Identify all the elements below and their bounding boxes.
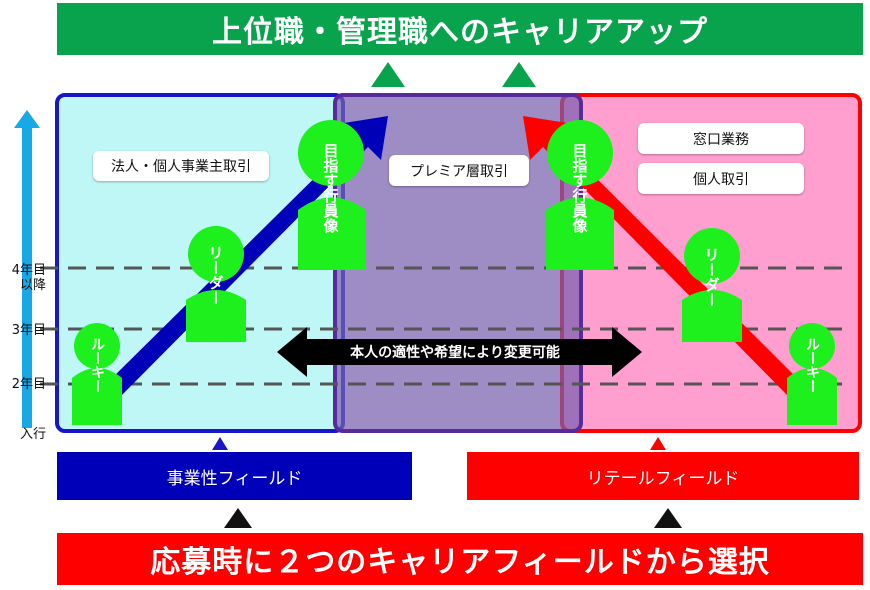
- target-label-left: 目指す行員像: [321, 143, 340, 233]
- rookie-figure-left: [72, 323, 122, 425]
- year3-label: 3年目: [11, 323, 46, 338]
- premier-transactions-label: プレミア層取引: [389, 155, 529, 186]
- leader-label-right: リーダー: [702, 247, 721, 307]
- up-triangle-right: [502, 62, 536, 87]
- retail-field-box: リテールフィールド: [467, 452, 859, 500]
- change-double-arrow: [277, 327, 642, 377]
- business-field-box: 事業性フィールド: [57, 452, 412, 500]
- up-triangle-left: [371, 62, 405, 87]
- change-arrow-label: 本人の適性や希望により変更可能: [350, 345, 560, 361]
- up-triangle-bottom-left: [224, 508, 252, 528]
- leader-figure-right: [682, 228, 742, 342]
- up-triangle-bottom-right: [654, 508, 682, 528]
- year-axis-arrow: [14, 110, 40, 428]
- target-figure-left: [298, 120, 366, 270]
- leader-figure-left: [186, 226, 246, 342]
- year4-label-line2: 以降: [19, 278, 46, 293]
- blue-career-arrow: [104, 116, 388, 400]
- top-banner: 上位職・管理職へのキャリアアップ: [57, 3, 863, 55]
- target-label-right: 目指す行員像: [570, 143, 589, 233]
- target-figure-right: [546, 120, 614, 270]
- corporate-transactions-label: 法人・個人事業主取引: [93, 151, 269, 181]
- personal-transactions-label: 個人取引: [638, 163, 804, 194]
- year2-label: 2年目: [11, 377, 46, 392]
- bottom-banner: 応募時に２つのキャリアフィールドから選択: [57, 533, 863, 585]
- entry-label: 入行: [19, 427, 46, 442]
- business-field-pointer: [212, 437, 228, 450]
- year4-label-line1: 4年目: [11, 263, 46, 278]
- rookie-figure-right: [787, 323, 837, 425]
- retail-field-pointer: [650, 437, 666, 450]
- year4-label: 4年目 以降: [2, 263, 46, 293]
- leader-label-left: リーダー: [206, 245, 225, 305]
- rookie-label-right: ルーキー: [804, 337, 820, 393]
- window-service-label: 窓口業務: [638, 123, 804, 154]
- rookie-label-left: ルーキー: [89, 337, 105, 393]
